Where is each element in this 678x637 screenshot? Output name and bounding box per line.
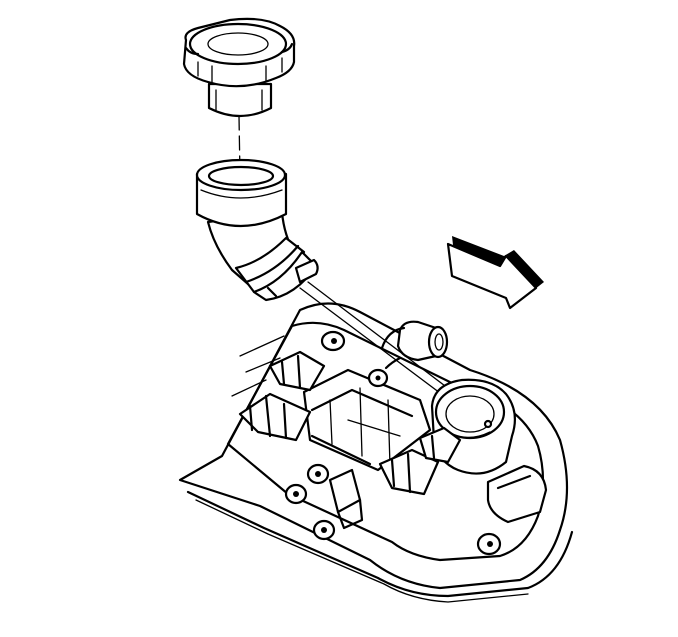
center-stud [328,468,362,514]
coil-mount-block [302,368,432,472]
oil-fill-tube [195,158,319,302]
oil-fill-cap [182,17,296,118]
left-clips [231,335,326,442]
right-clips [378,426,462,496]
rear-chamber [486,464,548,524]
front-of-vehicle-arrow [446,236,544,310]
pcv-port [380,320,449,370]
valve-rocker-cover [178,302,574,603]
bolt-bosses [284,330,502,556]
